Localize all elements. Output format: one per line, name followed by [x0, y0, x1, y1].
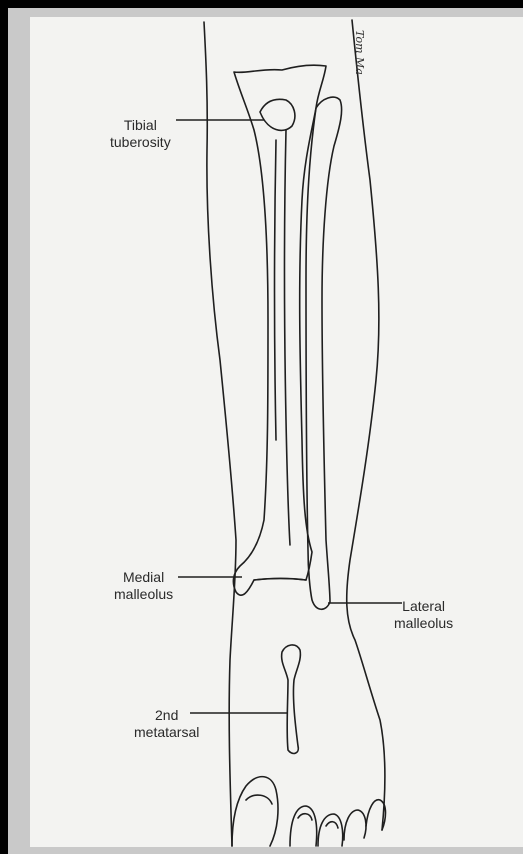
label-tibial-tuberosity: Tibial tuberosity [110, 117, 171, 151]
label-medial-malleolus: Medial malleolus [114, 569, 173, 603]
label-second-metatarsal: 2nd metatarsal [134, 707, 199, 741]
label-lateral-malleolus: Lateral malleolus [394, 598, 453, 632]
artist-signature: Tom Ma [353, 30, 366, 75]
